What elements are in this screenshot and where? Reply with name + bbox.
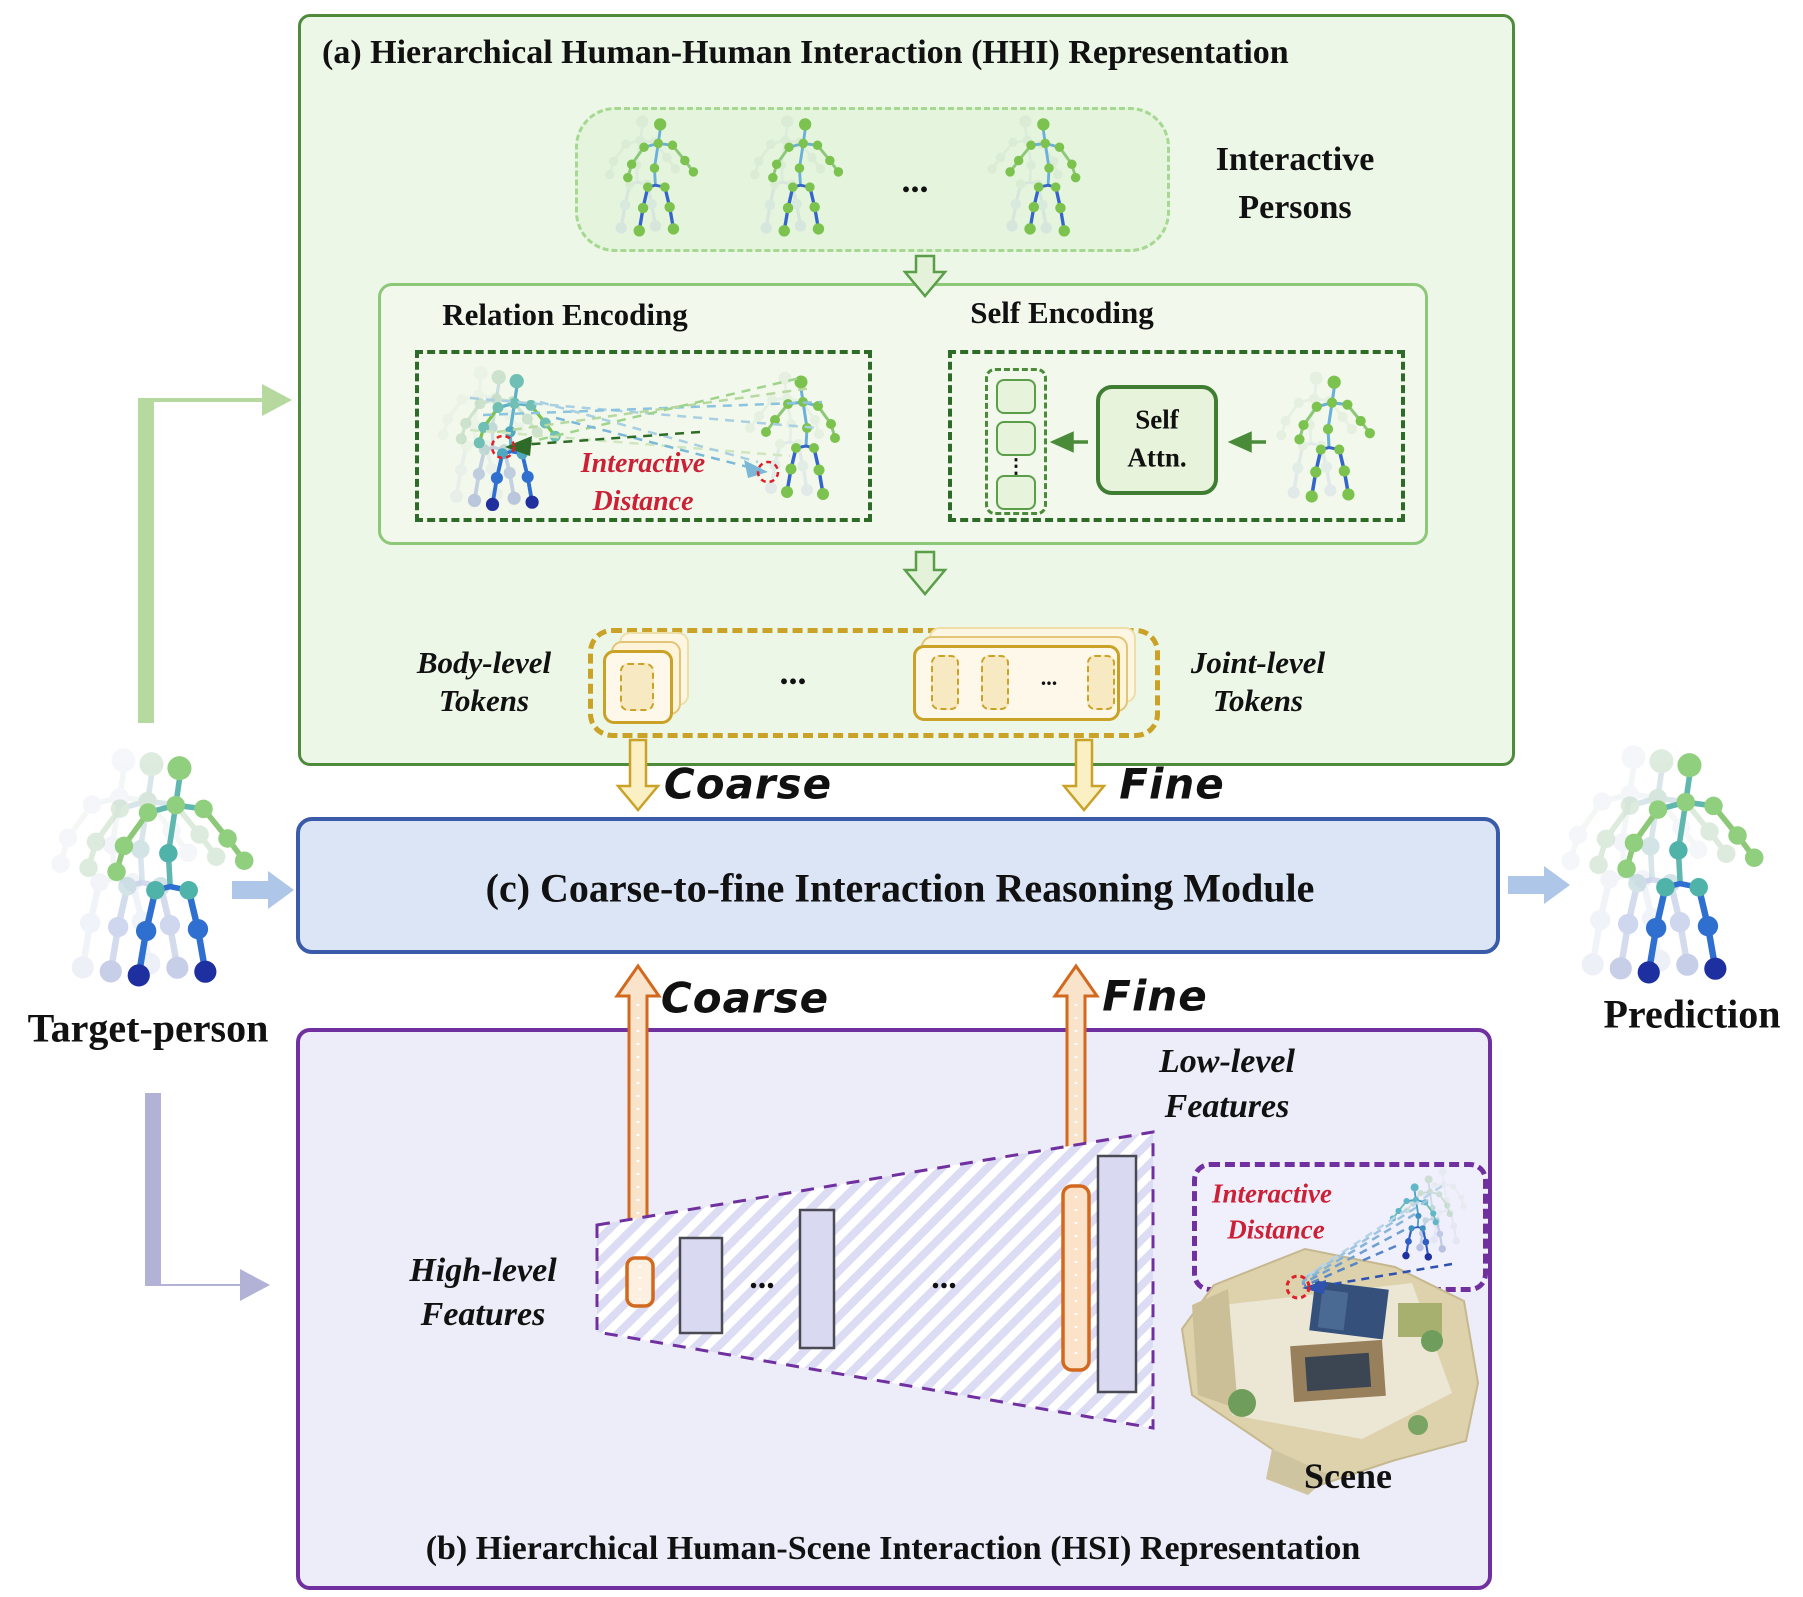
- token-column-dots: ⋮: [1006, 455, 1026, 478]
- self-encoding-box: [948, 350, 1405, 522]
- joint-token: [931, 655, 959, 710]
- high-level-features-label: Features: [420, 1296, 546, 1333]
- panel-c-title: (c) Coarse-to-fine Interaction Reasoning…: [485, 865, 1315, 911]
- self-attn-box: [1096, 385, 1218, 495]
- body-level-tokens-label: Body-level: [416, 645, 552, 680]
- interactive-persons-group: [575, 107, 1170, 252]
- self-attn-label: Attn.: [1127, 442, 1187, 473]
- joint-level-tokens-label: Tokens: [1212, 683, 1304, 718]
- fine-bottom-label: Fine: [1102, 971, 1208, 1021]
- self-attn-label: Self: [1135, 404, 1179, 435]
- target-person-skeleton: [51, 748, 254, 987]
- coarse-bottom-label: Coarse: [660, 973, 830, 1023]
- relation-encoding-box: [415, 350, 872, 522]
- token-square: [996, 421, 1036, 456]
- fine-top-label: Fine: [1119, 759, 1225, 809]
- target-person-label: Target-person: [27, 1005, 269, 1051]
- interactive-distance-label: Distance: [592, 486, 694, 517]
- persons-ellipsis: ...: [901, 160, 929, 200]
- body-level-tokens-label: Tokens: [438, 683, 530, 718]
- reasoning-module-panel: [296, 817, 1500, 954]
- joint-level-tokens-label: Joint-level: [1190, 645, 1326, 680]
- panel-b-title: (b) Hierarchical Human-Scene Interaction…: [425, 1530, 1361, 1567]
- low-level-features-label: Features: [1164, 1088, 1290, 1125]
- coarse-top-label: Coarse: [663, 759, 833, 809]
- scene-label: Scene: [1304, 1456, 1392, 1496]
- pyramid-ellipsis: ...: [749, 1259, 775, 1296]
- body-token: [620, 663, 654, 711]
- joint-token: [1087, 655, 1115, 710]
- token-square: [996, 379, 1036, 414]
- target-to-module-arrow: [232, 871, 294, 909]
- tokens-ellipsis: ...: [779, 652, 807, 692]
- high-level-features-label: High-level: [409, 1252, 557, 1289]
- panel-a-title: (a) Hierarchical Human-Human Interaction…: [322, 34, 1289, 71]
- self-token-column: [985, 368, 1047, 515]
- interactive-distance-label: Interactive: [580, 448, 706, 479]
- low-level-features-label: Low-level: [1159, 1043, 1295, 1080]
- joint-token: [981, 655, 1009, 710]
- relation-encoding-title: Relation Encoding: [442, 297, 688, 332]
- interactive-persons-label: Interactive: [1215, 141, 1375, 178]
- interactive-persons-label: Persons: [1238, 189, 1352, 226]
- self-encoding-title: Self Encoding: [970, 295, 1154, 330]
- pyramid-ellipsis: ...: [931, 1259, 957, 1296]
- target-to-hsi-arrow: [145, 1093, 270, 1301]
- tokens-inner-ellipsis: ...: [1040, 665, 1058, 690]
- prediction-label: Prediction: [1603, 991, 1781, 1037]
- target-to-hhi-arrow: [138, 384, 292, 723]
- token-square: [996, 475, 1036, 510]
- tokens-box: [588, 628, 1160, 738]
- scene-interactive-distance-label: Interactive: [1212, 1178, 1332, 1209]
- module-to-prediction-arrow: [1508, 866, 1570, 904]
- scene-interactive-distance-label: Distance: [1227, 1214, 1325, 1245]
- prediction-skeleton: [1561, 745, 1764, 984]
